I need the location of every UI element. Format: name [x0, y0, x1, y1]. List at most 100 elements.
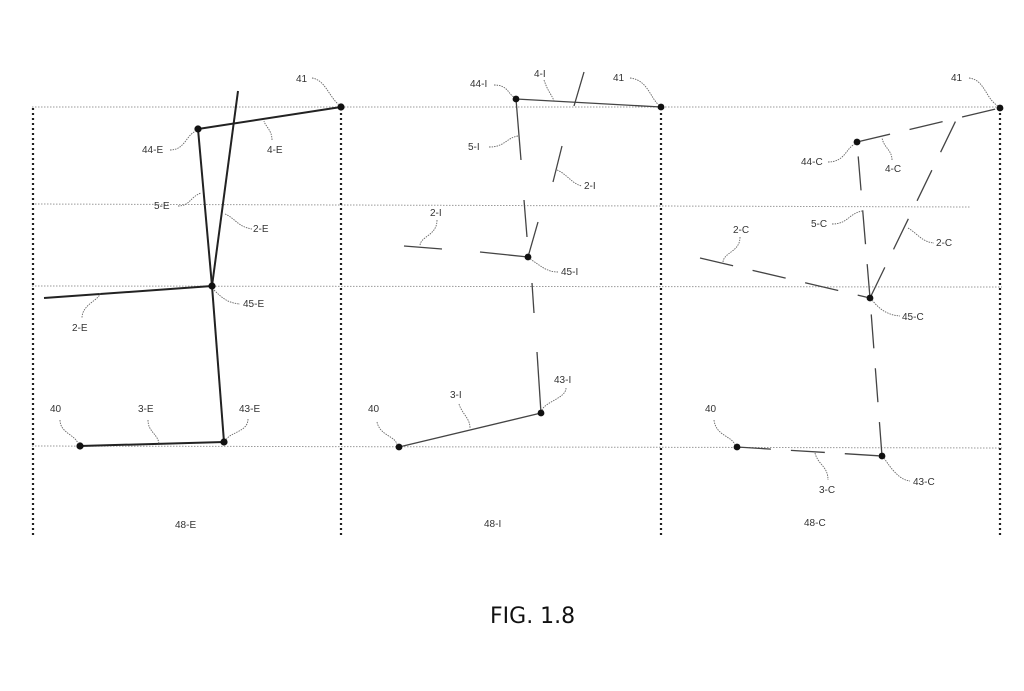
label-2-i-upper: 2-I — [584, 181, 596, 192]
leader-5-i — [488, 135, 519, 148]
label-41-c: 41 — [951, 73, 963, 84]
segment-4-i — [515, 98, 662, 108]
segment-43-45-e — [211, 285, 225, 443]
label-45-c: 45-C — [902, 312, 924, 323]
leader-45-e — [213, 289, 241, 305]
label-41-i: 41 — [613, 73, 625, 84]
leader-40-i — [376, 421, 398, 446]
label-5-c: 5-C — [811, 219, 827, 230]
leader-2-i-left — [419, 219, 438, 247]
segment-45-i-upper-stub — [527, 221, 539, 258]
leader-40-e — [59, 419, 79, 445]
segment-4-e — [197, 106, 342, 130]
node-41-e — [337, 103, 345, 111]
label-44-i: 44-I — [470, 79, 487, 90]
node-45-c — [866, 294, 874, 302]
label-43-i: 43-I — [554, 375, 571, 386]
node-45-e — [208, 282, 216, 290]
leader-2-e-upper — [224, 213, 253, 230]
segment-2-i-top-stub — [573, 71, 585, 107]
panel-c: 41 44-C 4-C 5-C 2-C 2-C 45-C 40 3-C 43-C… — [699, 73, 1004, 529]
leader-40-c — [713, 419, 736, 446]
label-45-e: 45-E — [243, 299, 264, 310]
leader-2-c-right — [907, 227, 935, 244]
leader-44-c — [827, 143, 856, 163]
leader-43-e — [225, 418, 249, 441]
segment-5-i — [515, 98, 522, 161]
leader-3-c — [814, 452, 829, 481]
label-40-e: 40 — [50, 404, 62, 415]
leader-43-i — [541, 387, 567, 411]
segment-2-c-right — [869, 107, 963, 299]
leader-5-e — [177, 192, 202, 207]
label-45-i: 45-I — [561, 267, 578, 278]
leader-3-e — [147, 419, 160, 445]
leader-41-c — [968, 77, 999, 107]
label-44-c: 44-C — [801, 157, 823, 168]
panel-i: 44-I 4-I 41 5-I 2-I 2-I 45-I 40 3-I 43-I… — [368, 69, 665, 530]
label-4-i: 4-I — [534, 69, 546, 80]
segment-5-i-lower-stub — [523, 199, 528, 238]
guide-line-upper — [31, 203, 971, 208]
label-40-c: 40 — [705, 404, 717, 415]
node-40-i — [395, 443, 403, 451]
node-44-c — [853, 138, 861, 146]
node-44-e — [194, 125, 202, 133]
leader-5-c — [831, 210, 863, 225]
label-2-c-left: 2-C — [733, 225, 749, 236]
segment-5-c — [856, 141, 871, 299]
node-41-i — [657, 103, 665, 111]
guide-line-middle — [31, 285, 1003, 288]
leader-4-c — [881, 137, 893, 161]
node-43-i — [537, 409, 545, 417]
segment-45-i-left-stub — [479, 251, 529, 258]
leader-2-i-upper — [556, 169, 583, 187]
label-43-c: 43-C — [913, 477, 935, 488]
panel-name-48-c: 48-C — [804, 518, 826, 529]
leader-43-c — [883, 457, 911, 482]
panel-name-48-i: 48-I — [484, 519, 501, 530]
label-3-e: 3-E — [138, 404, 154, 415]
leader-41-e — [311, 77, 340, 106]
segment-3-c — [736, 446, 883, 457]
guide-lines — [31, 106, 1003, 449]
segment-4-c — [856, 107, 1001, 143]
leader-4-i — [543, 79, 555, 102]
node-40-c — [733, 443, 741, 451]
leader-3-i — [458, 403, 471, 429]
segment-2-i-upper — [552, 145, 563, 183]
label-4-c: 4-C — [885, 164, 901, 175]
guide-line-bottom — [31, 445, 1003, 449]
label-41-e: 41 — [296, 74, 308, 85]
segment-2-e-upper — [211, 90, 239, 287]
figure-caption: FIG. 1.8 — [490, 604, 575, 629]
leader-41-i — [629, 77, 660, 106]
node-43-c — [878, 452, 886, 460]
node-45-i — [524, 253, 532, 261]
leader-44-i — [493, 84, 515, 98]
panel-walls — [31, 108, 1002, 536]
leader-44-e — [169, 130, 197, 151]
label-40-i: 40 — [368, 404, 380, 415]
segment-43-45-c — [869, 297, 883, 457]
panel-name-48-e: 48-E — [175, 520, 196, 531]
leader-4-e — [263, 120, 273, 141]
label-2-e-left: 2-E — [72, 323, 88, 334]
leader-45-c — [871, 299, 901, 317]
segment-45-i-lower-stub — [531, 282, 535, 314]
panel-e: 41 44-E 4-E 5-E 2-E 2-E 45-E 40 3-E 43-E… — [43, 74, 345, 531]
node-40-e — [76, 442, 84, 450]
segment-2-e-left — [43, 285, 213, 299]
leader-45-i — [529, 258, 559, 273]
label-5-i: 5-I — [468, 142, 480, 153]
node-44-i — [512, 95, 520, 103]
segment-5-e — [197, 128, 213, 287]
node-43-e — [220, 438, 228, 446]
label-43-e: 43-E — [239, 404, 260, 415]
segment-2-c-left — [699, 257, 871, 299]
node-41-c — [996, 104, 1004, 112]
label-3-i: 3-I — [450, 390, 462, 401]
label-5-e: 5-E — [154, 201, 170, 212]
segment-2-i-left — [403, 245, 443, 250]
